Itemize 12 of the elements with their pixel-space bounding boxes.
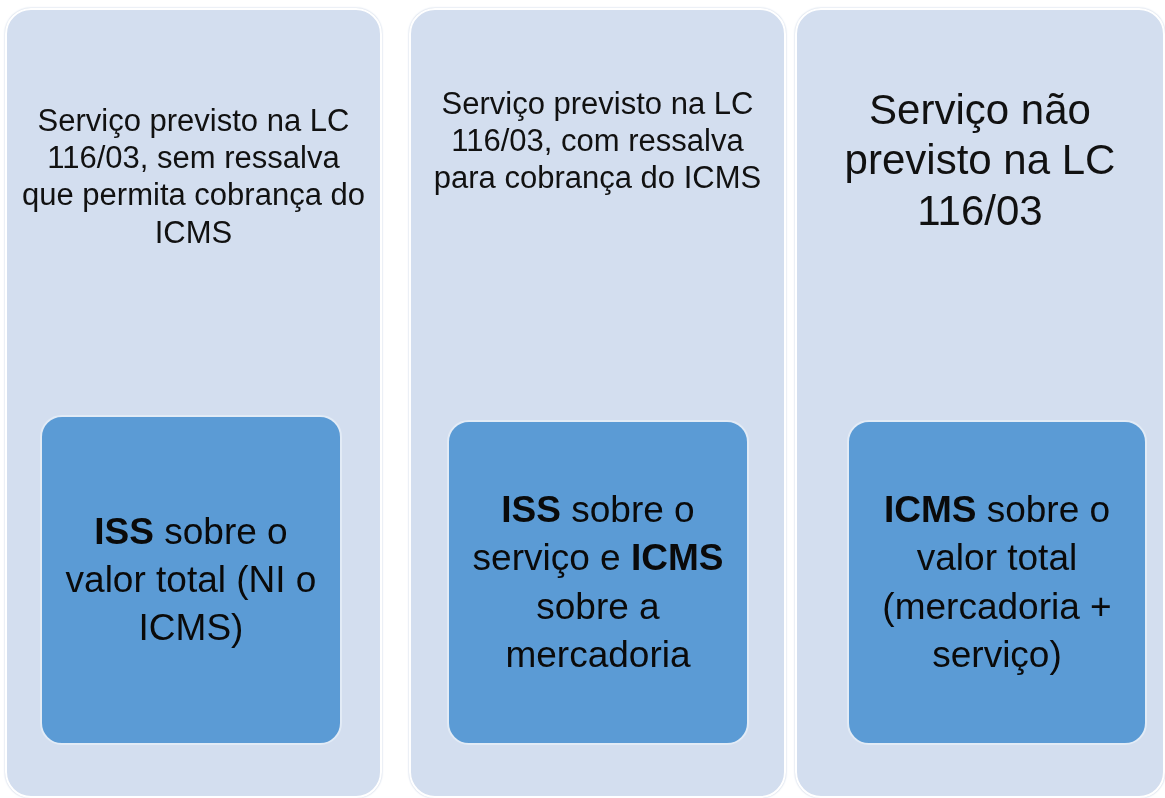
column-panel	[409, 8, 786, 798]
result-box	[447, 420, 749, 745]
result-box	[40, 415, 342, 745]
result-text: ICMS sobre o valor total (mercadoria + serviço)	[881, 488, 1113, 677]
panel-heading: Serviço previsto na LC 116/03, com ressalva para cobrança do ICMS	[432, 85, 763, 197]
result-text: ISS sobre o serviço e ICMS sobre a mercadoria	[471, 488, 725, 677]
panel-heading: Serviço não previsto na LC 116/03	[843, 85, 1117, 236]
result-box	[847, 420, 1147, 745]
column-panel	[795, 8, 1165, 798]
column-panel	[5, 8, 382, 798]
result-text: ISS sobre o valor total (NI o ICMS)	[64, 509, 318, 651]
panel-heading: Serviço previsto na LC 116/03, sem ressalva que permita cobrança do ICMS	[21, 102, 366, 251]
